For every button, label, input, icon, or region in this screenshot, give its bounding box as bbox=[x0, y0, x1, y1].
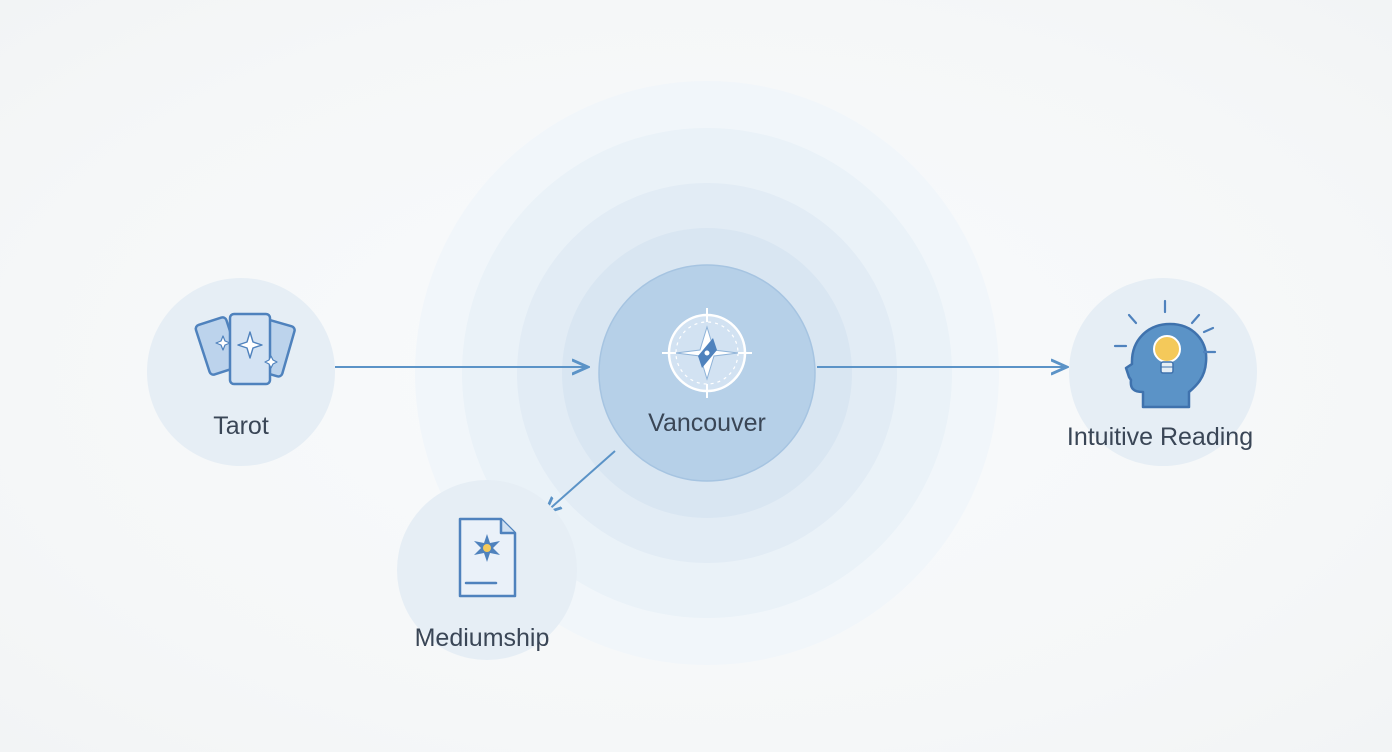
node-center: Vancouver bbox=[598, 264, 816, 482]
node-intuitive: Intuitive Reading bbox=[1067, 278, 1257, 466]
node-intuitive-label: Intuitive Reading bbox=[1067, 423, 1253, 451]
node-center-label: Vancouver bbox=[648, 409, 766, 437]
node-tarot-label: Tarot bbox=[213, 412, 269, 440]
document-star-icon bbox=[458, 517, 517, 598]
node-mediumship-label: Mediumship bbox=[415, 624, 550, 652]
compass-icon bbox=[662, 308, 752, 398]
tarot-cards-icon bbox=[194, 312, 296, 386]
node-tarot: Tarot bbox=[147, 278, 335, 466]
connectors bbox=[335, 367, 1067, 513]
node-mediumship: Mediumship bbox=[397, 480, 577, 660]
arrow-center-to-mediumship bbox=[545, 450, 616, 513]
head-lightbulb-icon bbox=[1113, 299, 1217, 409]
